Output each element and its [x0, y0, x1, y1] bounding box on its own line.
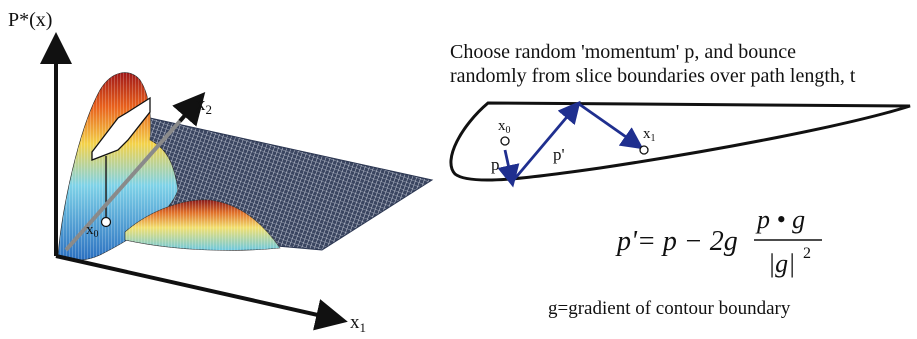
surface-main-hump-mesh: [58, 72, 178, 261]
caption-line-2: randomly from slice boundaries over path…: [450, 65, 856, 87]
momentum-arrow-p: [497, 149, 520, 188]
x0-label: x0: [498, 118, 511, 136]
p-label: p: [491, 155, 500, 174]
x1-axis: [55, 254, 348, 331]
left-3d-plot: P*(x) x2 x1 x0: [8, 9, 434, 335]
right-slice-diagram: x0 x1 p p' p'= p − 2g p • g |g| 2: [449, 100, 911, 278]
equation-lhs: p'= p − 2g: [615, 226, 738, 257]
x2-axis: [64, 110, 190, 252]
momentum-arrow-reflected: [578, 102, 644, 150]
slice-plate: [91, 96, 151, 161]
caption-line-1: Choose random 'momentum' p, and bounce: [450, 41, 797, 63]
x1-label: x1: [643, 126, 656, 144]
contour-boundary: [449, 101, 911, 182]
end-point-x1: [639, 145, 649, 155]
equation-numerator: p • g: [755, 205, 805, 234]
start-point-label: x0: [86, 222, 99, 240]
x2-axis-label: x2: [196, 94, 212, 117]
reflection-equation: p'= p − 2g p • g |g| 2: [615, 205, 822, 278]
x1-axis-label: x1: [350, 312, 366, 335]
equation-denominator: |g|: [768, 249, 795, 278]
momentum-arrow-p-prime: [510, 100, 581, 183]
p-prime-label: p': [553, 145, 565, 164]
caption: Choose random 'momentum' p, and bounce r…: [450, 40, 915, 88]
equation-exponent: 2: [803, 245, 811, 262]
x2-axis-head: [172, 91, 206, 127]
y-axis-label: P*(x): [8, 9, 52, 31]
footer-note: g=gradient of contour boundary: [548, 298, 791, 319]
surface-second-hump-mesh: [125, 199, 280, 251]
start-point-marker: [100, 216, 112, 228]
start-point-x0: [500, 136, 510, 146]
